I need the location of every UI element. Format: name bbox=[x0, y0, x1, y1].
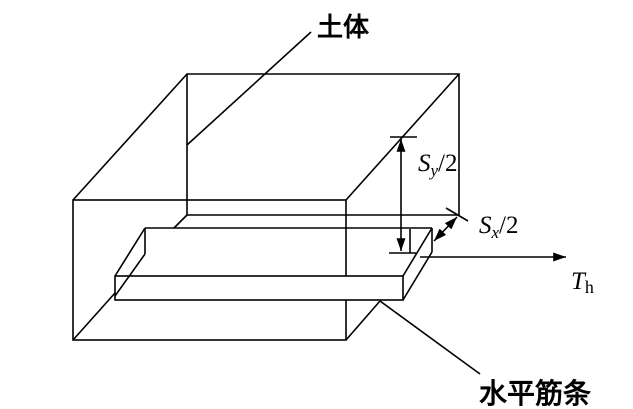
soil-leader-line bbox=[186, 31, 312, 146]
sx-arrow bbox=[433, 216, 458, 242]
sx-label: Sx/2 bbox=[479, 212, 519, 242]
th-label: Th bbox=[571, 268, 594, 297]
th-subscript: h bbox=[585, 277, 594, 297]
strip-label: 水平筋条 bbox=[479, 377, 591, 409]
sy-divisor: /2 bbox=[438, 150, 457, 177]
soil-back-edges bbox=[186, 73, 460, 215]
strip-edge bbox=[402, 251, 433, 301]
strip-leader-line bbox=[379, 300, 481, 375]
dimension-tick bbox=[445, 207, 469, 222]
sy-symbol: S bbox=[418, 150, 431, 177]
sx-subscript: x bbox=[491, 223, 500, 242]
sy-label: Sy/2 bbox=[418, 150, 458, 180]
strip-front-face bbox=[114, 275, 404, 301]
reinforcement-strip bbox=[114, 227, 433, 301]
strip-edge bbox=[402, 227, 433, 277]
sx-divisor: /2 bbox=[499, 212, 518, 239]
sx-symbol: S bbox=[479, 212, 492, 239]
strip-edge bbox=[114, 253, 146, 297]
soil-front-face bbox=[72, 199, 347, 341]
strip-edge bbox=[114, 227, 146, 277]
sx-dimension: Sx/2 bbox=[433, 207, 519, 242]
soil-block bbox=[72, 73, 460, 341]
soil-edge bbox=[345, 300, 381, 341]
soil-edge bbox=[173, 214, 188, 229]
sy-subscript: y bbox=[429, 161, 439, 180]
soil-edge bbox=[72, 73, 188, 201]
soil-label: 土体 bbox=[317, 13, 370, 43]
sy-dimension: Sy/2 bbox=[389, 136, 458, 254]
tension-force: Th bbox=[420, 252, 594, 297]
th-symbol: T bbox=[571, 268, 587, 295]
soil-edge bbox=[72, 292, 116, 341]
